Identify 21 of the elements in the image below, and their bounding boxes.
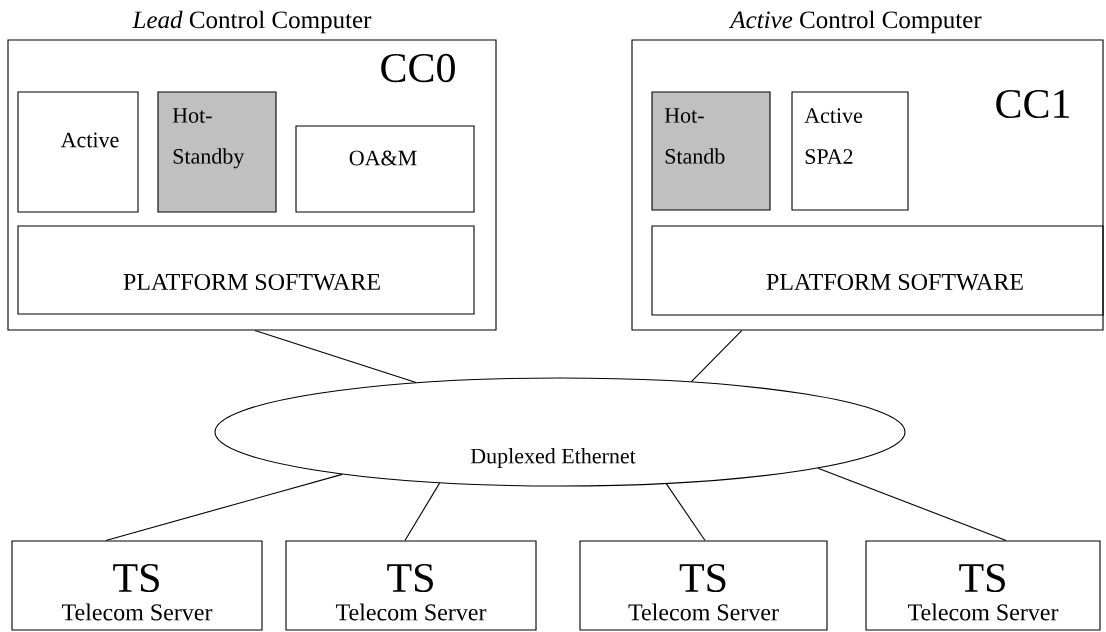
software-box: Active — [17, 91, 139, 213]
computer-label: CC1 — [996, 89, 1069, 119]
box-heading: Lead Control Computer — [132, 10, 372, 34]
standby-box: Hot- Standby — [157, 91, 277, 213]
connector-line — [254, 330, 417, 383]
connector-line — [817, 467, 1007, 541]
software-box: OA&M — [295, 125, 475, 213]
platform-box: PLATFORM SOFTWARE — [651, 225, 1104, 316]
connector-line — [404, 482, 441, 541]
server-box: TS Telecom Server — [285, 540, 537, 631]
server-box: TS Telecom Server — [865, 540, 1101, 631]
computer-label: CC0 — [381, 53, 455, 83]
server-box: TS Telecom Server — [579, 540, 828, 631]
server-box: TS Telecom Server — [11, 540, 263, 631]
platform-box: PLATFORM SOFTWARE — [17, 225, 475, 315]
connector-line — [665, 483, 706, 541]
connector-line — [105, 473, 343, 541]
box-heading: Active Control Computer — [729, 10, 982, 34]
connector-line — [690, 330, 743, 383]
software-box: Active SPA2 — [791, 91, 909, 211]
standby-box: Hot- Standb — [651, 91, 771, 211]
